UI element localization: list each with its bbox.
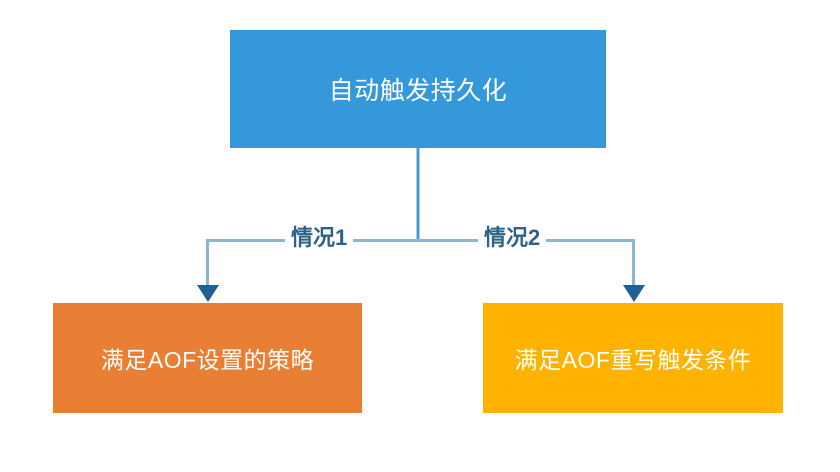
node-aof-policy-satisfied[interactable]: 满足AOF设置的策略 [53,303,362,413]
edge-label-case-2-text: 情况2 [484,225,541,250]
edge-label-case-2: 情况2 [478,225,547,251]
right-branch-arrowhead-icon [623,285,645,302]
node-left-label: 满足AOF设置的策略 [100,347,315,373]
edge-label-case-1: 情况1 [285,225,354,251]
node-aof-rewrite-condition-satisfied[interactable]: 满足AOF重写触发条件 [483,303,783,413]
node-right-label: 满足AOF重写触发条件 [514,347,752,373]
edge-label-case-1-text: 情况1 [291,225,348,250]
node-root-label: 自动触发持久化 [328,77,508,105]
left-branch-arrowhead-icon [197,285,219,302]
node-auto-trigger-persistence[interactable]: 自动触发持久化 [230,30,606,148]
